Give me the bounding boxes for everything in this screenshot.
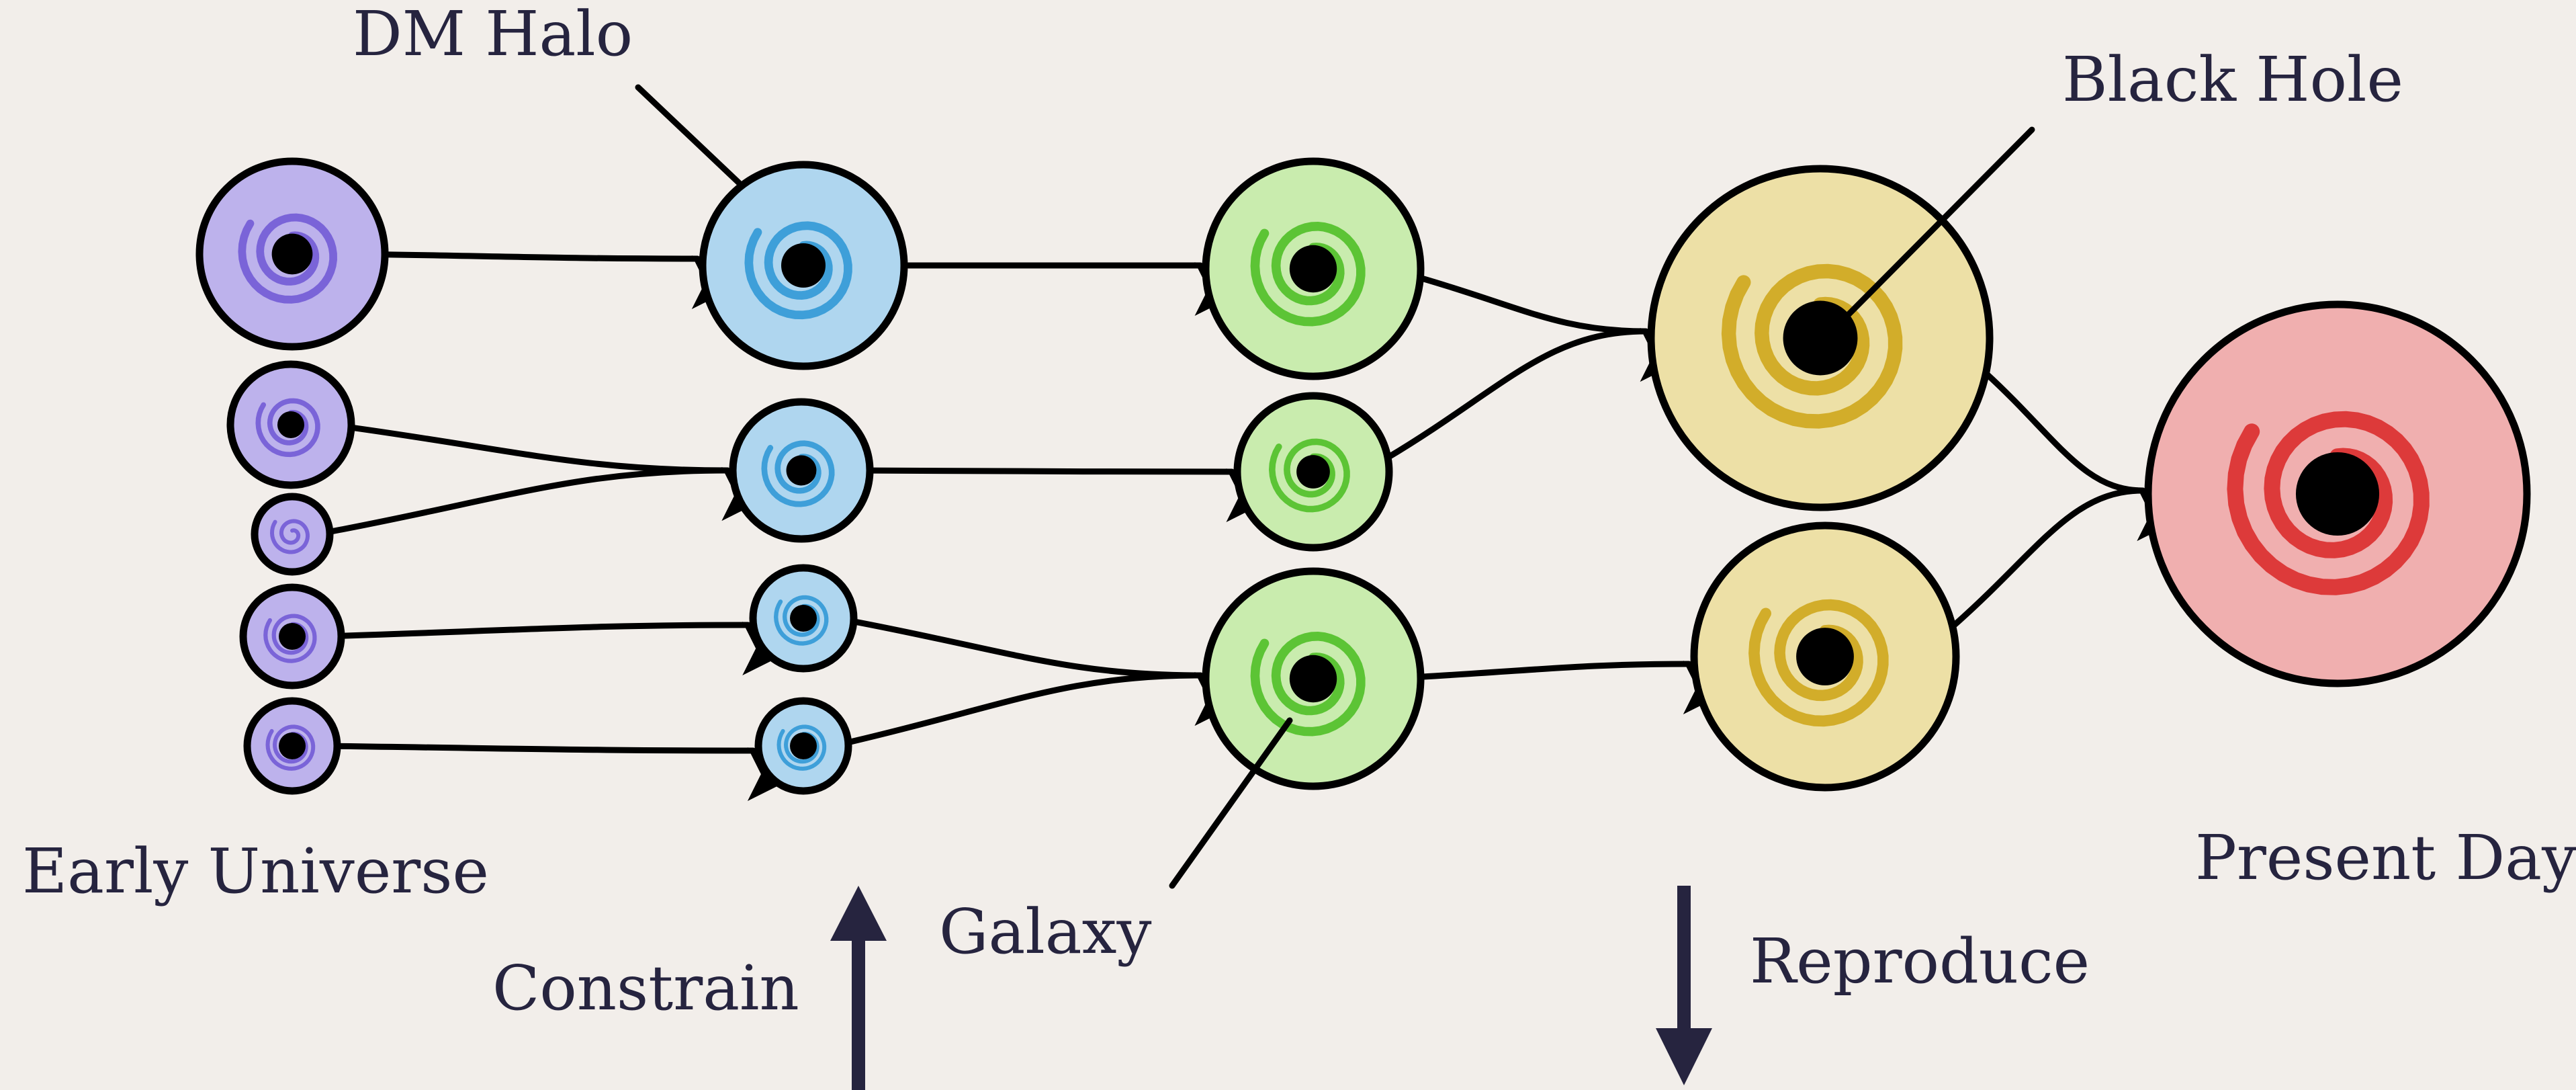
black-hole-core — [790, 605, 817, 632]
connector-e5-to-h4 — [334, 743, 801, 801]
black-hole-core — [1796, 628, 1854, 685]
connector-e2-to-h2 — [348, 424, 776, 521]
black-hole-core — [1289, 245, 1337, 293]
connector-m1-to-p1 — [1983, 370, 2191, 541]
black-hole-core — [1296, 455, 1330, 489]
merge-node-m2 — [1690, 521, 1960, 792]
halo-node-h3 — [749, 564, 858, 673]
merge-galaxy-spiral-icon — [1748, 599, 1889, 727]
black-hole-core — [781, 243, 826, 288]
connector-h4-to-g3 — [845, 672, 1249, 746]
dm-halo-pointer — [635, 84, 742, 186]
black-hole-core — [279, 623, 306, 650]
early-galaxy-spiral-icon — [265, 724, 316, 771]
early-galaxy-spiral-icon — [238, 213, 337, 304]
connector-h3-to-g3 — [850, 618, 1249, 726]
halo-node-h1 — [699, 161, 908, 370]
galaxy-node-g2 — [1233, 392, 1393, 552]
early-galaxy-spiral-icon — [255, 398, 320, 458]
halo-node-h2 — [729, 398, 874, 543]
connector-g2-to-m1 — [1384, 328, 1694, 461]
halo-galaxy-spiral-icon — [774, 595, 829, 646]
halo-galaxy-spiral-icon — [776, 724, 827, 771]
present-day-label: Present Day — [2195, 822, 2576, 894]
early-galaxy-spiral-icon — [263, 614, 317, 663]
connector-e3-to-h2 — [326, 467, 776, 535]
halo-galaxy-spiral-icon — [744, 221, 852, 320]
connector-h2-to-g2 — [867, 467, 1280, 522]
early-node-e1 — [195, 157, 389, 351]
early-universe-label: Early Universe — [22, 835, 489, 907]
black-hole-core — [277, 411, 304, 438]
connector-e1-to-h1 — [382, 251, 746, 309]
early-node-e3 — [251, 493, 334, 576]
constrain-label: Constrain — [492, 952, 799, 1024]
black-hole-core — [2295, 452, 2380, 536]
merger-nodes — [195, 157, 2531, 795]
early-galaxy-spiral-icon — [269, 519, 310, 554]
connector-g1-to-m1 — [1417, 275, 1694, 382]
galaxy-label: Galaxy — [939, 896, 1152, 968]
merger-connectors — [326, 251, 2191, 801]
black-hole-core — [1783, 300, 1858, 376]
early-node-e2 — [226, 360, 355, 489]
galaxy-galaxy-spiral-icon — [1268, 438, 1350, 513]
galaxy-node-g1 — [1202, 157, 1425, 380]
black-hole-core — [790, 732, 817, 759]
halo-node-h4 — [754, 697, 852, 795]
present-galaxy-spiral-icon — [2227, 411, 2430, 595]
reproduce-arrow — [1656, 886, 1712, 1085]
galaxy-galaxy-spiral-icon — [1250, 631, 1366, 737]
merge-galaxy-spiral-icon — [1721, 263, 1903, 429]
early-node-e4 — [239, 583, 345, 689]
black-hole-core — [1289, 655, 1337, 703]
connector-m2-to-p1 — [1949, 487, 2191, 630]
dm-halo-label: DM Halo — [353, 0, 633, 70]
early-node-e5 — [243, 697, 341, 795]
constrain-arrow — [830, 886, 887, 1090]
black-hole-label: Black Hole — [2062, 44, 2403, 116]
galaxy-pointer — [1169, 717, 1293, 889]
black-hole-core — [279, 732, 306, 759]
connector-e4-to-h3 — [338, 622, 797, 676]
galaxy-galaxy-spiral-icon — [1250, 221, 1366, 327]
early-halo-disc — [251, 493, 334, 576]
black-hole-pointer — [1837, 126, 2035, 326]
connector-g3-to-m2 — [1417, 661, 1737, 715]
halo-galaxy-spiral-icon — [761, 440, 835, 507]
black-hole-core — [786, 455, 817, 486]
reproduce-label: Reproduce — [1750, 925, 2090, 997]
galaxy-node-g3 — [1202, 567, 1425, 790]
present-node-p1 — [2144, 300, 2531, 687]
black-hole-core — [271, 233, 313, 275]
